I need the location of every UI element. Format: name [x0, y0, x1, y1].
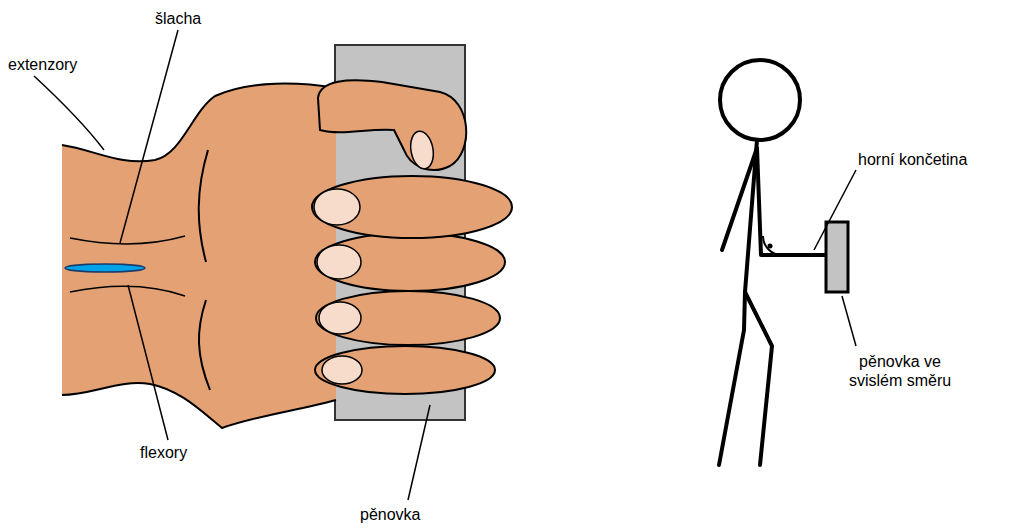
- leader-line: [408, 405, 430, 500]
- thumb: [318, 80, 466, 170]
- leader-line: [120, 30, 178, 243]
- thumb-nail: [408, 129, 436, 170]
- right-angle-mark: [763, 236, 782, 255]
- tendon-slit: [65, 264, 145, 272]
- figure-leg: [745, 292, 772, 465]
- part-label: pěnovka: [360, 505, 421, 524]
- tendon-line: [70, 236, 185, 244]
- forearm-fill: [62, 84, 336, 428]
- finger-nail: [319, 302, 361, 334]
- part-label: extenzory: [8, 55, 77, 74]
- leader-line: [814, 170, 856, 250]
- finger-nail: [317, 245, 361, 279]
- finger: [315, 233, 505, 291]
- right-angle-dot: [768, 244, 773, 249]
- figure-arm: [722, 148, 757, 250]
- part-label: horní končetina: [858, 150, 967, 169]
- forearm-outline: [62, 383, 336, 428]
- figure-head: [720, 60, 800, 140]
- tendon-line: [70, 286, 185, 296]
- finger: [315, 346, 495, 394]
- finger-nail: [322, 356, 362, 384]
- finger: [312, 176, 512, 238]
- leader-line: [34, 76, 104, 150]
- foam-block: [826, 222, 848, 292]
- wrist-crease: [199, 150, 208, 262]
- figure-arm: [757, 148, 826, 255]
- figure-leg: [719, 292, 745, 465]
- part-label: šlacha: [155, 9, 201, 28]
- finger: [316, 291, 500, 345]
- wrist-crease: [199, 300, 210, 390]
- part-label: flexory: [140, 443, 187, 462]
- leader-line: [842, 296, 856, 346]
- part-label: pěnovka ve svislém směru: [836, 352, 964, 390]
- finger-nail: [314, 189, 360, 225]
- leader-line: [128, 285, 168, 440]
